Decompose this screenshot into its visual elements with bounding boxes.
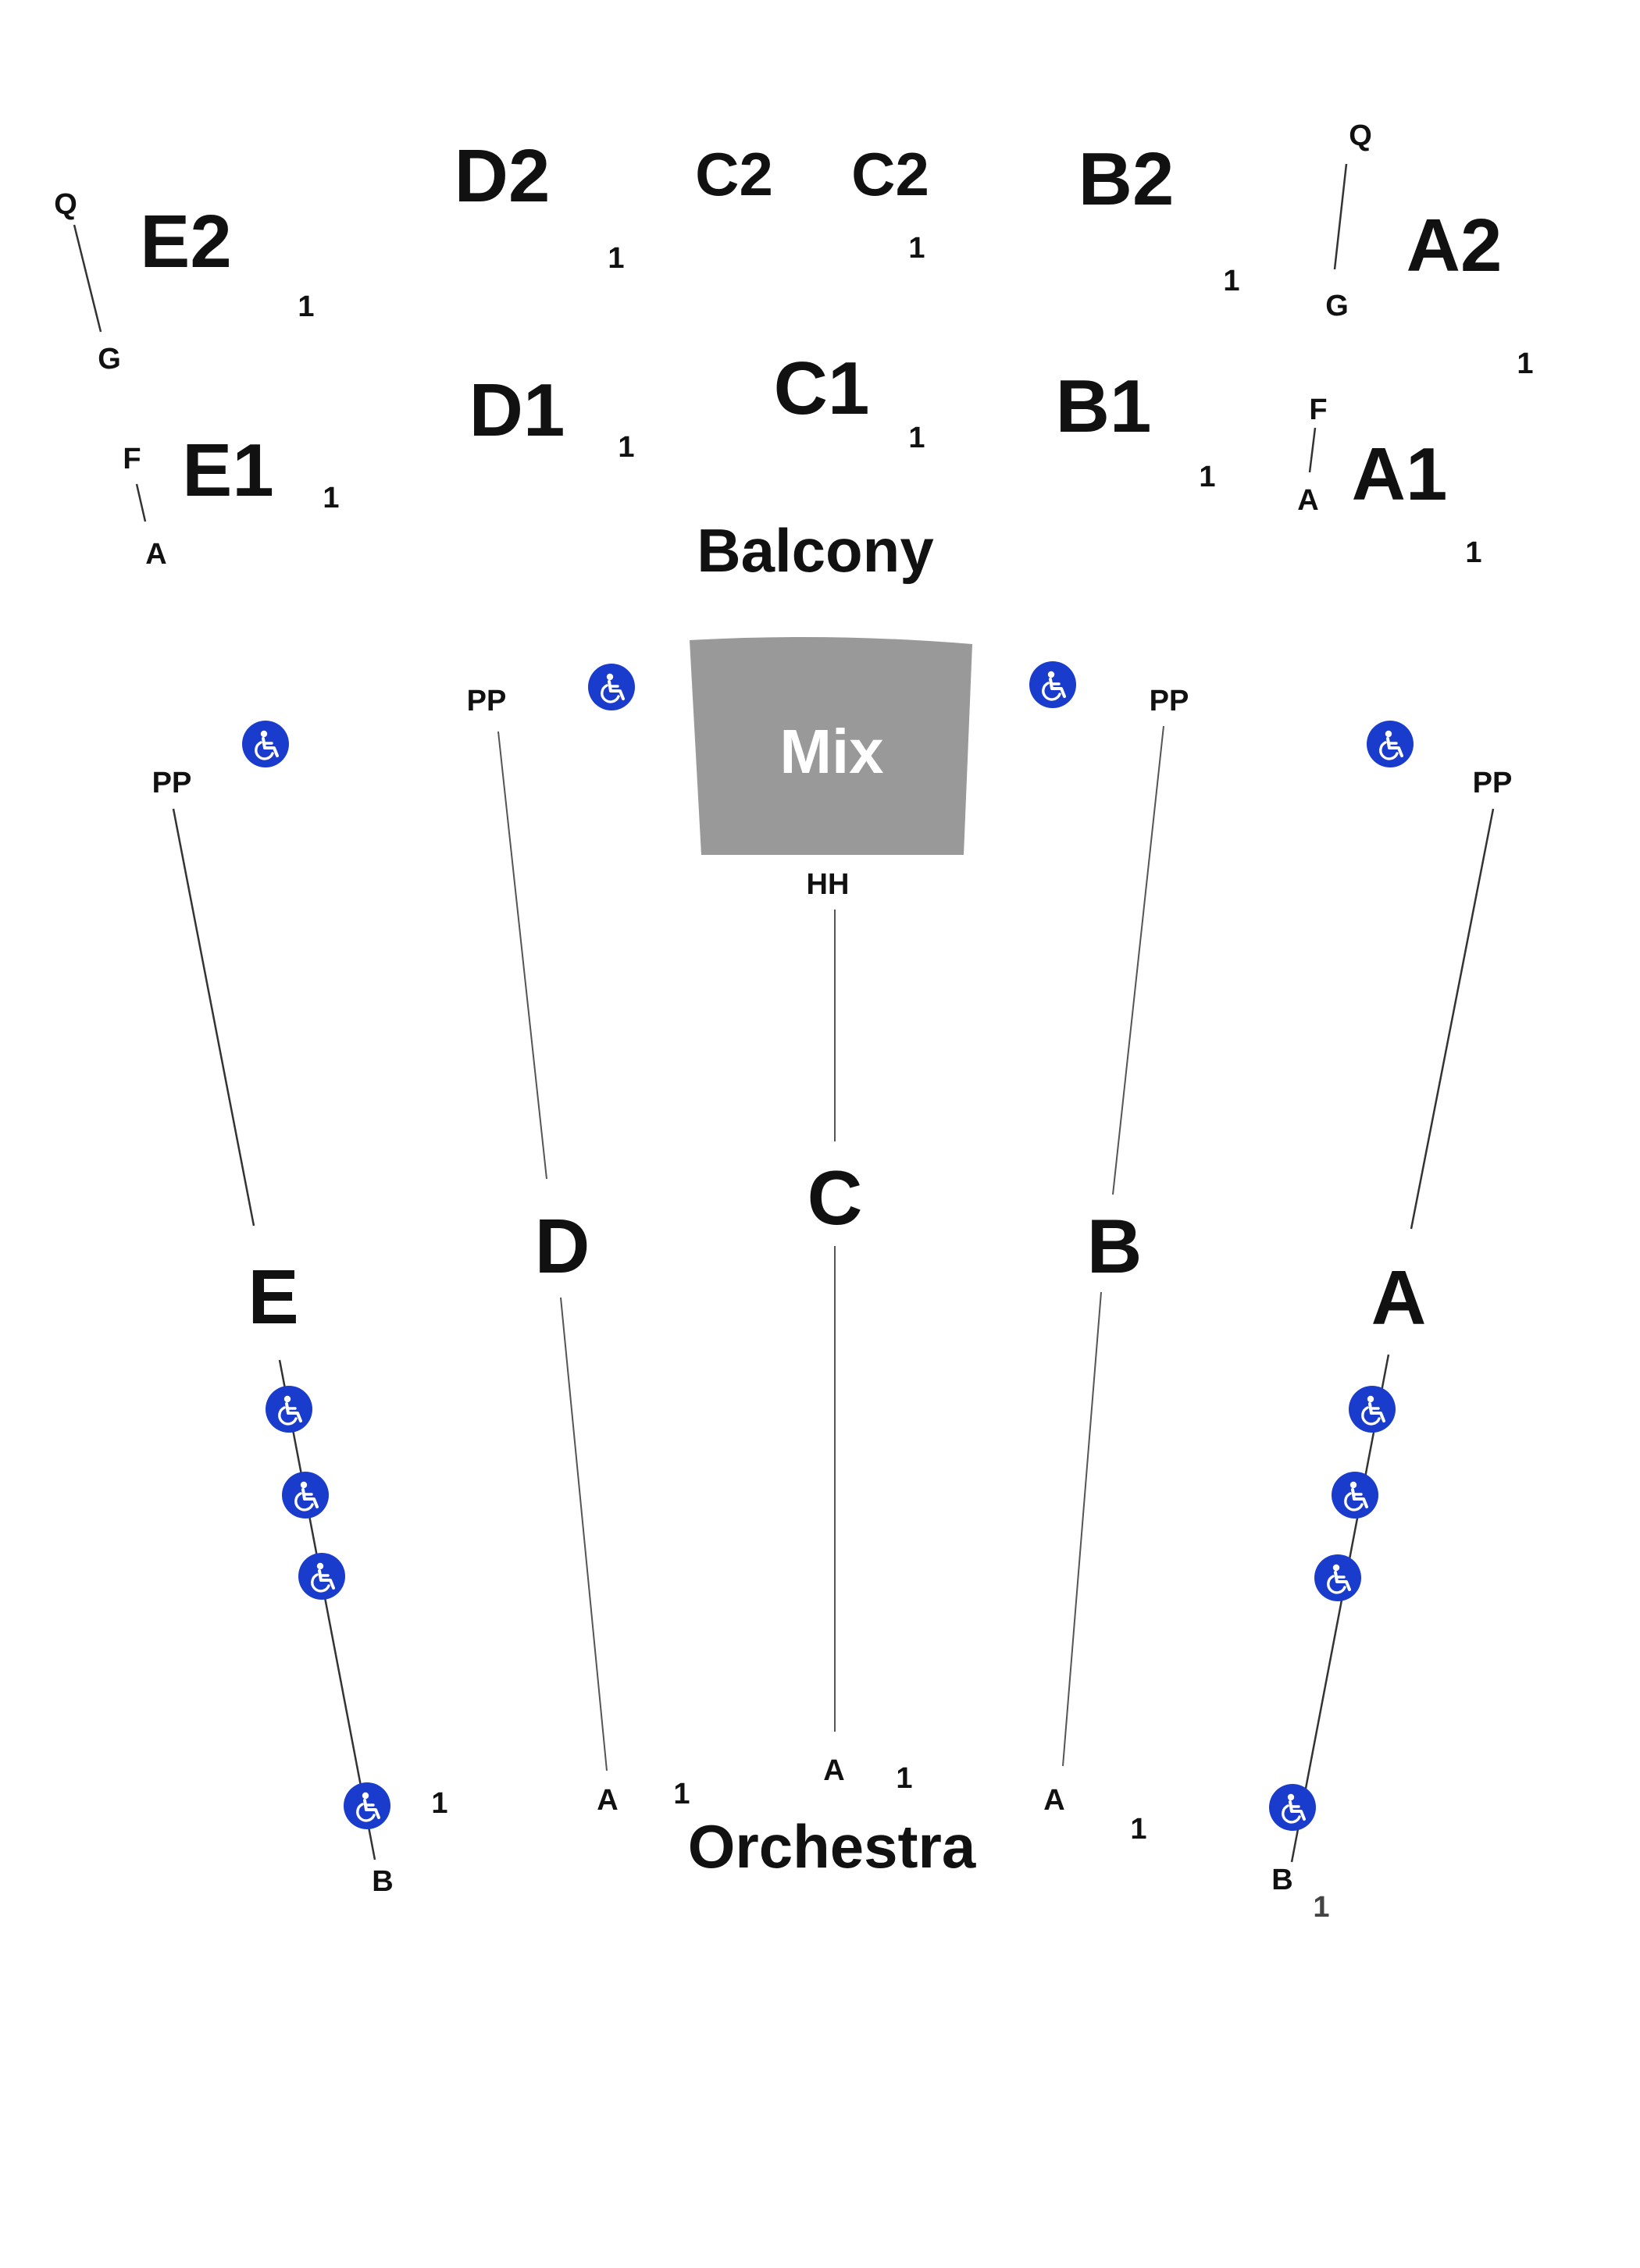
section-d2-label[interactable]: D2 — [455, 134, 551, 218]
e-bottom-row: B — [372, 1865, 393, 1898]
a2-seat-number: 1 — [1517, 347, 1533, 380]
section-c1-label[interactable]: C1 — [774, 347, 870, 430]
e-upper-line — [172, 808, 255, 1227]
wheelchair-icon[interactable] — [588, 664, 635, 710]
d1-seat-number: 1 — [618, 431, 634, 464]
section-a2-label[interactable]: A2 — [1406, 204, 1503, 287]
a1-seat-number: 1 — [1465, 536, 1481, 569]
section-c2-right-label[interactable]: C2 — [851, 140, 929, 208]
e2-row-bottom: G — [98, 343, 121, 376]
hh-row-label: HH — [807, 868, 850, 901]
wheelchair-icon[interactable] — [1269, 1784, 1316, 1831]
c-seat-number: 1 — [896, 1762, 912, 1795]
wheelchair-icon[interactable] — [1029, 661, 1076, 708]
a-seat-number: 1 — [1313, 1891, 1329, 1924]
orchestra-heading: Orchestra — [688, 1812, 976, 1881]
wheelchair-icon[interactable] — [282, 1472, 329, 1519]
section-d-label[interactable]: D — [535, 1203, 590, 1289]
section-c2-left-label[interactable]: C2 — [695, 140, 773, 208]
section-d1-label[interactable]: D1 — [469, 369, 565, 452]
section-b2-label[interactable]: B2 — [1078, 137, 1175, 221]
section-e1-label[interactable]: E1 — [182, 429, 273, 512]
e2-row-line — [73, 224, 102, 333]
a2-row-top: Q — [1349, 119, 1372, 152]
a1-row-top: F — [1309, 393, 1327, 426]
b2-seat-number: 1 — [1223, 265, 1239, 297]
wheelchair-icon[interactable] — [1367, 721, 1414, 767]
b-top-row: PP — [1150, 685, 1189, 717]
a-top-row: PP — [1473, 767, 1513, 799]
b-bottom-row: A — [1043, 1784, 1064, 1817]
wheelchair-icon[interactable] — [266, 1386, 312, 1433]
mix-label: Mix — [779, 717, 883, 786]
e1-row-line — [135, 483, 147, 522]
balcony-heading: Balcony — [697, 516, 933, 585]
a-bottom-row: B — [1271, 1864, 1292, 1896]
section-e-label[interactable]: E — [248, 1254, 298, 1340]
e1-row-top: F — [123, 443, 141, 475]
d-bottom-row: A — [597, 1784, 618, 1817]
c-bottom-row: A — [823, 1754, 844, 1787]
a-lower-line — [1290, 1354, 1390, 1863]
d-upper-line — [497, 731, 547, 1180]
section-b-label[interactable]: B — [1087, 1203, 1143, 1289]
e-top-row: PP — [152, 767, 192, 799]
b-lower-line — [1062, 1291, 1102, 1767]
mix-booth[interactable] — [690, 637, 972, 855]
c1-seat-number: 1 — [908, 422, 925, 454]
e1-seat-number: 1 — [323, 482, 339, 514]
d-seat-number: 1 — [673, 1778, 690, 1810]
e1-row-bottom: A — [145, 538, 166, 571]
a2-row-bottom: G — [1325, 290, 1349, 322]
a-upper-line — [1410, 808, 1495, 1230]
wheelchair-icon[interactable] — [242, 721, 289, 767]
b-upper-line — [1112, 725, 1164, 1195]
d2-seat-number: 1 — [608, 242, 624, 275]
c2-seat-number: 1 — [908, 232, 925, 265]
wheelchair-icon[interactable] — [1314, 1554, 1361, 1601]
a1-row-line — [1308, 427, 1317, 473]
b1-seat-number: 1 — [1199, 461, 1215, 493]
a2-row-line — [1333, 163, 1348, 270]
wheelchair-icon[interactable] — [1332, 1472, 1378, 1519]
d-lower-line — [560, 1297, 608, 1771]
e2-row-top: Q — [54, 188, 77, 221]
section-c-label[interactable]: C — [808, 1155, 863, 1241]
section-a1-label[interactable]: A1 — [1352, 433, 1448, 516]
a1-row-bottom: A — [1297, 484, 1318, 517]
section-e2-label[interactable]: E2 — [140, 200, 231, 283]
section-b1-label[interactable]: B1 — [1056, 365, 1152, 448]
e-seat-number: 1 — [431, 1787, 447, 1820]
d-top-row: PP — [467, 685, 507, 717]
section-a-label[interactable]: A — [1371, 1255, 1427, 1341]
wheelchair-icon[interactable] — [1349, 1386, 1396, 1433]
e-lower-line — [278, 1359, 376, 1860]
e2-seat-number: 1 — [298, 290, 314, 323]
b-seat-number: 1 — [1130, 1813, 1146, 1846]
wheelchair-icon[interactable] — [298, 1553, 345, 1600]
wheelchair-icon[interactable] — [344, 1782, 390, 1829]
